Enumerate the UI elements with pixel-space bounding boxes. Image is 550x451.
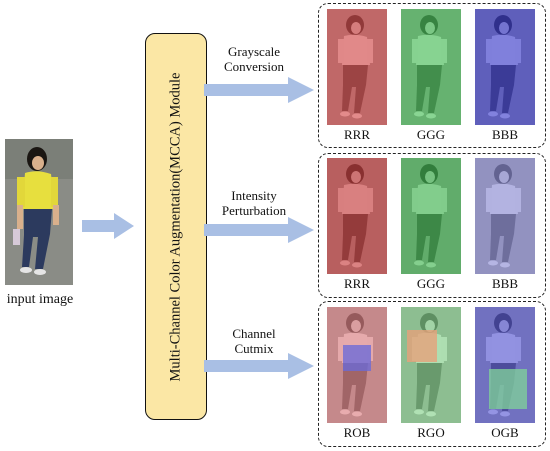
augmented-image-rgo — [401, 307, 461, 423]
grayscale-conversion-label: Grayscale Conversion — [206, 44, 302, 74]
grayscale-group-box — [318, 3, 546, 148]
color-tint — [327, 158, 387, 274]
augmented-image-bbb — [475, 158, 535, 274]
cutmix-patch — [489, 369, 527, 409]
group-label-line2: Perturbation — [221, 203, 287, 218]
color-tint — [401, 307, 461, 423]
group-label-line2: Conversion — [224, 59, 284, 74]
group-label-line1: Intensity — [231, 188, 277, 203]
color-tint — [401, 158, 461, 274]
intensity-perturbation-label: Intensity Perturbation — [206, 188, 302, 218]
mcca-module-label: Multi-Channel Color Augmentation(MCCA) M… — [167, 72, 184, 381]
caption-bbb: BBB — [491, 276, 518, 291]
augmented-image-rrr — [327, 9, 387, 125]
caption-ogb: OGB — [491, 425, 519, 440]
augmented-image-ggg — [401, 9, 461, 125]
cutmix-patch — [343, 345, 371, 371]
caption-rob: ROB — [343, 425, 371, 440]
color-tint — [327, 9, 387, 125]
caption-bbb: BBB — [491, 127, 518, 142]
caption-rrr: RRR — [343, 127, 370, 142]
caption-ggg: GGG — [416, 127, 446, 142]
input-image — [5, 139, 73, 285]
group-label-line2: Cutmix — [234, 341, 274, 356]
input-arrow — [82, 213, 134, 239]
caption-ggg: GGG — [416, 276, 446, 291]
input-person-photo — [5, 139, 73, 285]
color-tint — [475, 9, 535, 125]
augmented-image-rob — [327, 307, 387, 423]
intensity-arrow — [204, 217, 314, 243]
cutmix-patch — [407, 330, 437, 362]
color-tint — [475, 158, 535, 274]
group-label-line1: Grayscale — [228, 44, 280, 59]
mcca-module: Multi-Channel Color Augmentation(MCCA) M… — [145, 33, 207, 420]
augmented-image-ggg — [401, 158, 461, 274]
intensity-group-box — [318, 153, 546, 298]
group-label-line1: Channel — [232, 326, 276, 341]
channel-cutmix-label: Channel Cutmix — [206, 326, 302, 356]
caption-rgo: RGO — [417, 425, 445, 440]
color-tint — [401, 9, 461, 125]
augmented-image-ogb — [475, 307, 535, 423]
caption-rrr: RRR — [343, 276, 370, 291]
cutmix-arrow — [204, 353, 314, 379]
input-image-label: input image — [6, 292, 74, 307]
augmented-image-bbb — [475, 9, 535, 125]
cutmix-group-box — [318, 301, 546, 447]
grayscale-arrow — [204, 77, 314, 103]
augmented-image-rrr — [327, 158, 387, 274]
